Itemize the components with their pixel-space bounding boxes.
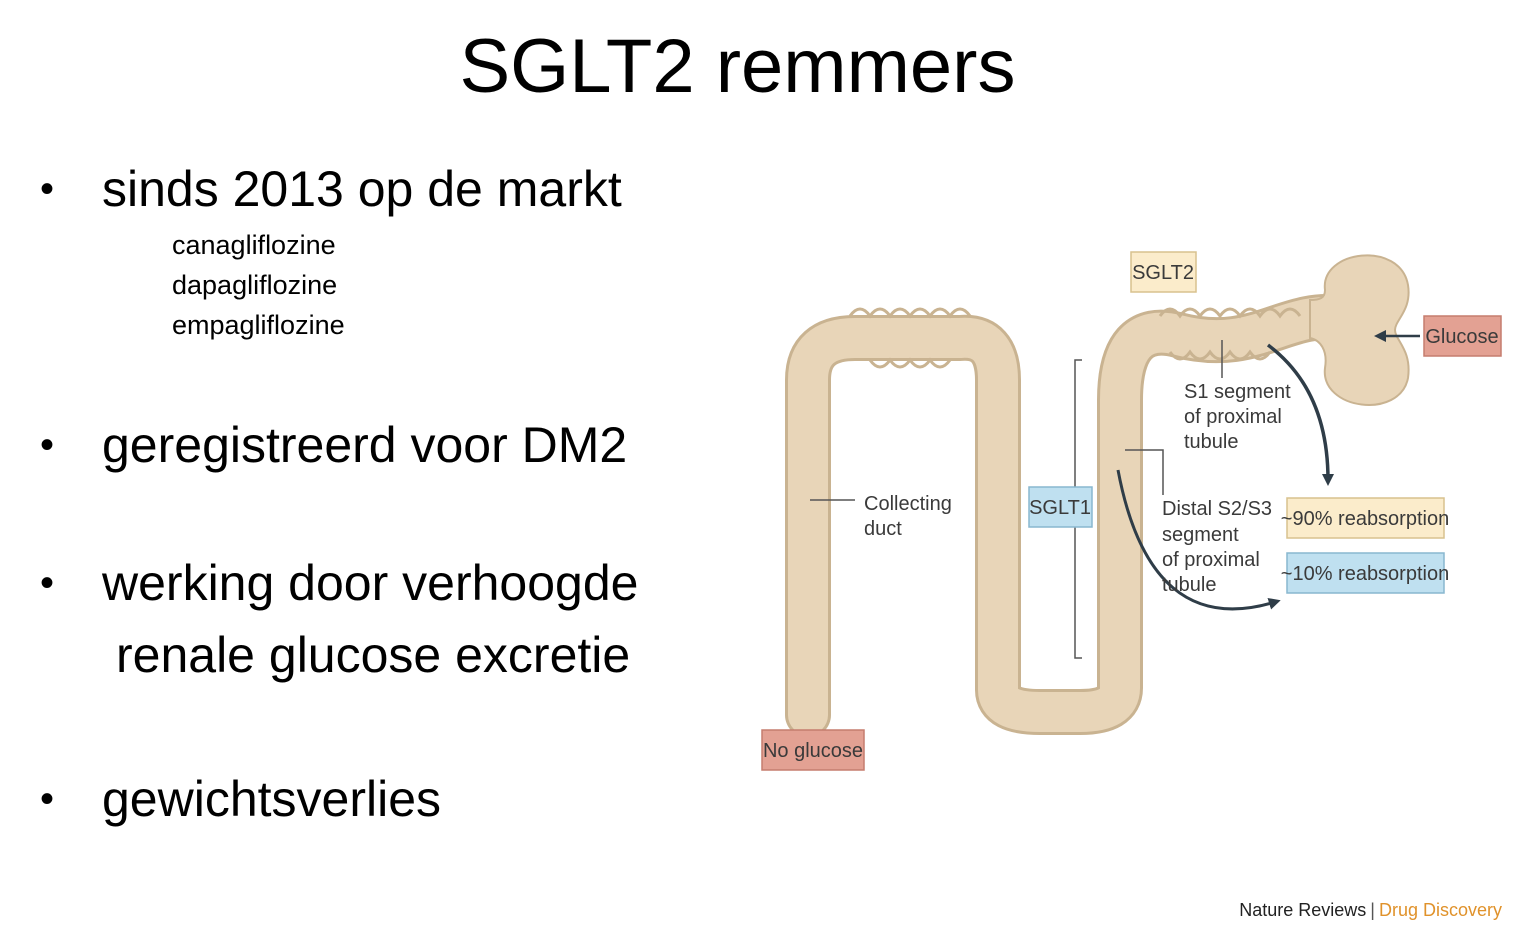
reabsorption-90-arrow [1266,343,1334,486]
glucose-label: Glucose [1425,326,1498,348]
bullet-mechanism-line1: werking door verhoogde [102,555,639,611]
reabsorption-90-label: ~90% reabsorption [1281,508,1449,530]
drug-dapagliflozine: dapagliflozine [172,270,338,300]
distal-segment-label-line2: segment [1162,524,1239,546]
distal-segment-label-line1: Distal S2/S3 [1162,498,1272,520]
bullet-marker: • [40,777,55,821]
slide-title: SGLT2 remmers [459,24,1016,109]
sglt1-label: SGLT1 [1029,497,1091,519]
bullet-market-since: sinds 2013 op de markt [102,161,622,217]
credit-journal: Nature Reviews [1239,900,1367,920]
sglt2-label: SGLT2 [1132,262,1194,284]
bullet-list: • sinds 2013 op de markt canagliflozine … [40,0,760,946]
bullet-marker: • [40,167,55,211]
drug-canagliflozine: canagliflozine [172,230,336,260]
reabsorption-10-arrow [1116,469,1281,611]
distal-segment-label-line4: tubule [1162,574,1217,596]
credit-section: Drug Discovery [1378,900,1502,920]
bullet-marker: • [40,561,55,605]
collecting-duct-label-line1: Collecting [864,493,952,515]
bullet-marker: • [40,423,55,467]
s1-segment-label-line3: tubule [1184,431,1239,453]
bullet-mechanism-line2: renale glucose excretie [116,627,631,683]
bullet-registered: geregistreerd voor DM2 [102,417,628,473]
reabsorption-10-label: ~10% reabsorption [1281,563,1449,585]
s1-segment-label-line1: S1 segment [1184,381,1291,403]
s1-segment-label-line2: of proximal [1184,406,1282,428]
bullet-weight-loss: gewichtsverlies [102,771,442,827]
credit-separator: | [1370,900,1375,920]
glomerulus [1309,254,1410,406]
distal-segment-label-line3: of proximal [1162,549,1260,571]
drug-empagliflozine: empagliflozine [172,310,345,340]
figure-credit: Nature Reviews|Drug Discovery [1239,900,1502,921]
collecting-duct-label-line2: duct [864,518,902,540]
no-glucose-label: No glucose [763,740,863,762]
